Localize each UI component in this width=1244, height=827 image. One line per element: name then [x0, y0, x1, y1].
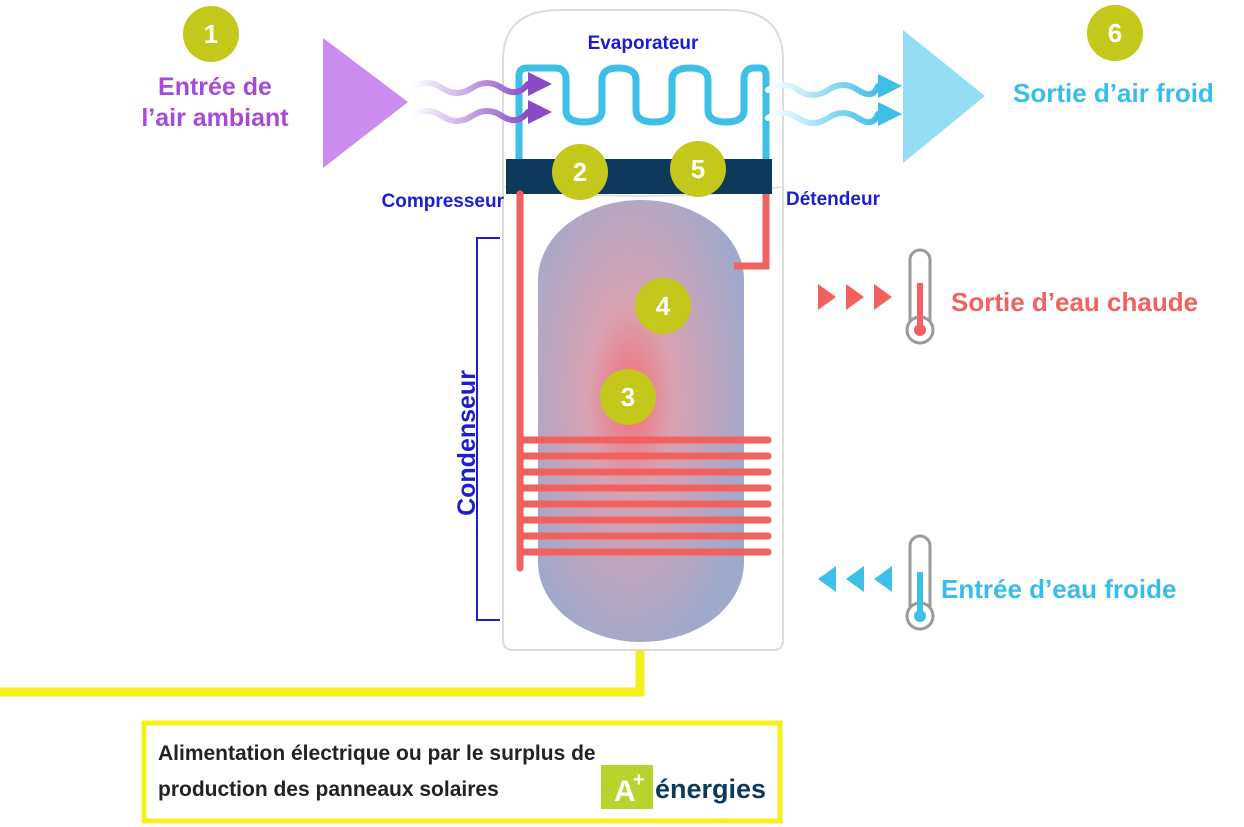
air-outlet-wave-head-1	[878, 74, 902, 98]
cold-thermometer-icon	[905, 534, 935, 631]
svg-text:3: 3	[621, 382, 635, 412]
cold-water-chevrons	[818, 566, 892, 592]
air-outlet-label: Sortie d’air froid	[1013, 78, 1214, 108]
power-supply-line1: Alimentation électrique ou par le surplu…	[158, 742, 596, 765]
hot-water-chevrons	[818, 284, 892, 310]
step-badge-3: 3	[600, 369, 656, 425]
evaporator-label: Evaporateur	[588, 33, 699, 54]
hot-thermometer-icon	[905, 248, 935, 345]
power-info-box	[141, 720, 783, 824]
step-badge-2: 2	[552, 144, 608, 200]
air-inlet-label-line2: l’air ambiant	[141, 104, 289, 132]
compressor-label: Compresseur	[382, 191, 505, 212]
air-inlet-arrow	[323, 38, 408, 168]
step-badge-6: 6	[1087, 5, 1143, 61]
cold-water-inlet-label: Entrée d’eau froide	[941, 574, 1177, 604]
condenser-label: Condenseur	[453, 370, 481, 516]
aplus-energies-logo: A + énergies	[601, 765, 766, 809]
svg-text:6: 6	[1108, 18, 1122, 48]
air-inlet-wave-head-1	[528, 72, 552, 96]
power-supply-text: Alimentation électrique ou par le surplu…	[158, 736, 718, 808]
power-supply-line2: production des panneaux solaires	[158, 778, 499, 801]
svg-text:4: 4	[656, 291, 671, 321]
air-outlet-wave-head-2	[878, 102, 902, 126]
svg-text:2: 2	[573, 157, 587, 187]
air-outlet-arrow	[903, 30, 985, 163]
expansion-valve-label: Détendeur	[786, 189, 881, 210]
air-outlet-waves	[765, 82, 881, 126]
air-inlet-wave-head-2	[528, 100, 552, 124]
refrigerant-return-line	[734, 194, 770, 270]
svg-text:1: 1	[204, 19, 218, 49]
power-cable	[0, 640, 645, 697]
step-badge-5: 5	[670, 141, 726, 197]
air-inlet-waves	[409, 80, 531, 124]
step-badge-1: 1	[183, 6, 239, 62]
condenser-bracket	[476, 237, 500, 621]
step-badge-4: 4	[635, 278, 691, 334]
condenser-coil	[516, 436, 772, 556]
compressor-bar	[506, 159, 772, 194]
evaporator-coil	[515, 64, 770, 162]
air-inlet-label-line1: Entrée de	[158, 73, 272, 101]
svg-text:A: A	[614, 775, 636, 808]
svg-text:5: 5	[691, 154, 705, 184]
svg-text:énergies: énergies	[655, 774, 766, 804]
hot-water-outlet-label: Sortie d’eau chaude	[951, 287, 1198, 317]
svg-text:+: +	[633, 769, 645, 791]
